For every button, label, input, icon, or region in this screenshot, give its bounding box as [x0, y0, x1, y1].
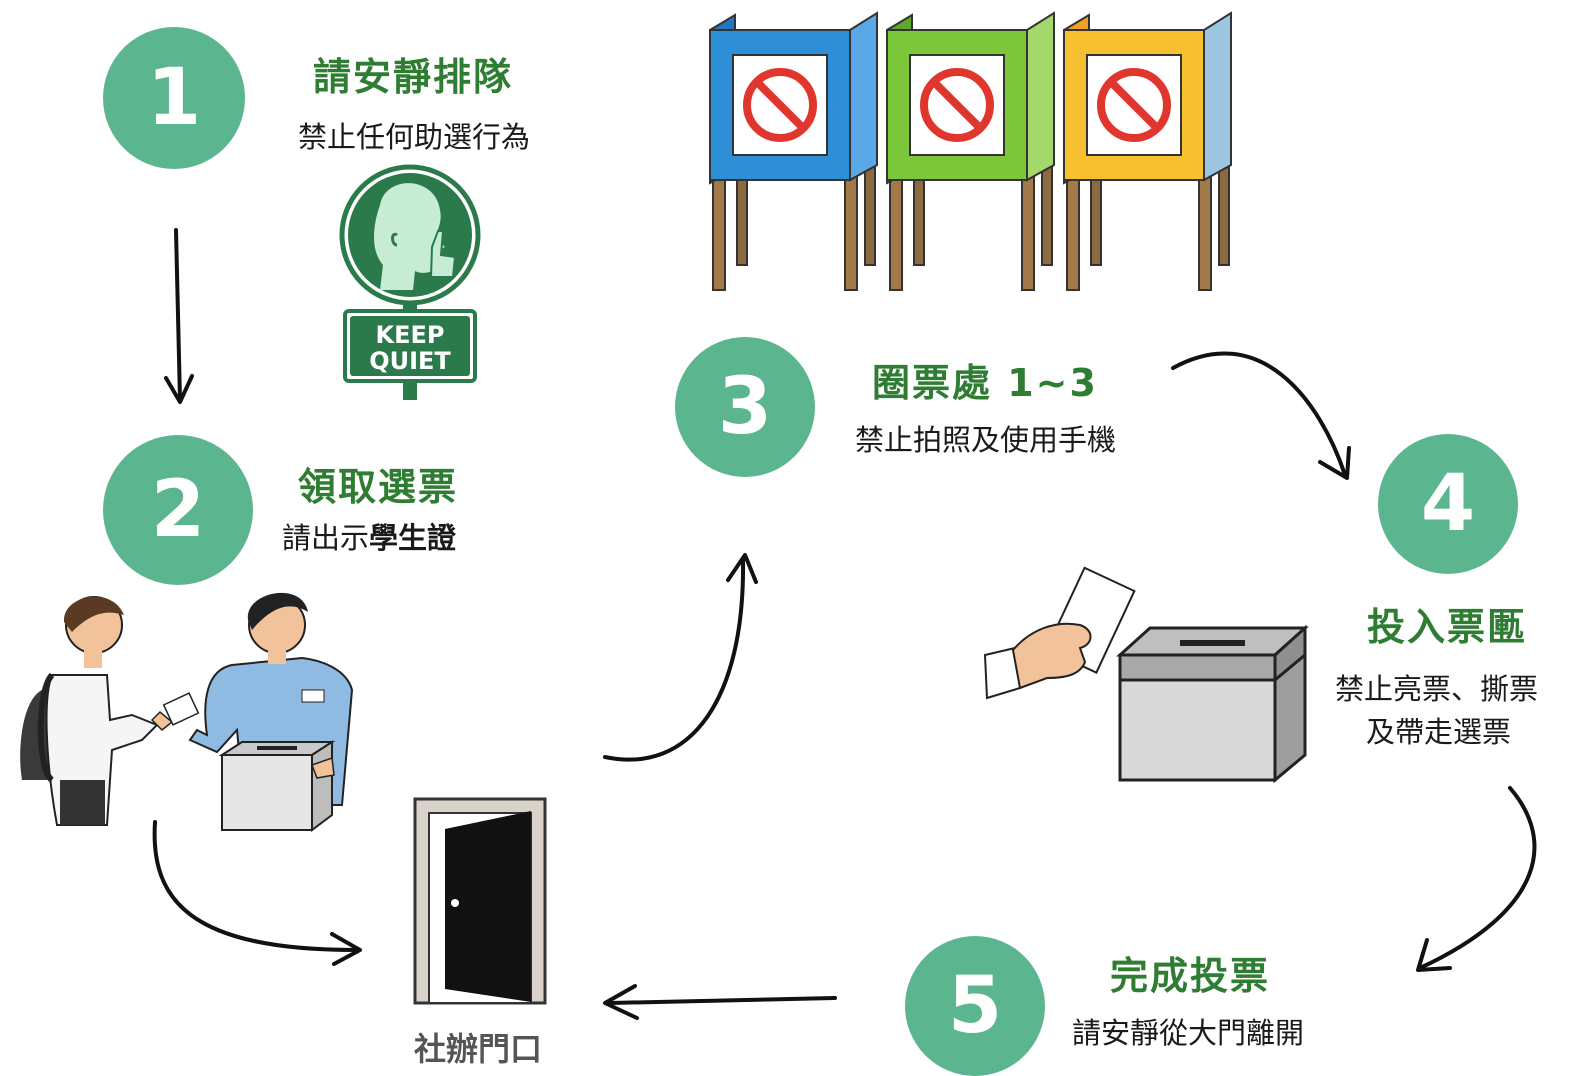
sign-keep-text: KEEP: [376, 321, 445, 349]
booth-blue: [709, 11, 878, 291]
no-symbol-icon: [1097, 68, 1171, 142]
voting-booths-icon: [709, 11, 1232, 291]
step-5-desc: 請安靜從大門離開: [1072, 1016, 1305, 1050]
step-2-desc-plain: 請出示: [282, 521, 370, 555]
no-symbol-icon: [920, 68, 994, 142]
door-icon: [413, 797, 547, 1005]
booth-green: [886, 11, 1055, 291]
step-5-title: 完成投票: [1110, 954, 1271, 998]
arrow-step3-to-step4: [1171, 351, 1347, 477]
arrow-step4-to-step5: [1418, 786, 1537, 970]
step-4-title: 投入票匭: [1367, 605, 1528, 649]
step-2-desc-bold: 學生證: [369, 521, 457, 555]
step-3-title: 圈票處 1~3: [872, 361, 1098, 405]
arrow-step1-to-step2: [174, 228, 182, 402]
step-4-circle: 4: [1378, 434, 1518, 574]
step-4-desc-line2: 及帶走選票: [1366, 715, 1512, 749]
no-symbol-icon: [743, 68, 817, 142]
ballot-box-icon: [983, 566, 1309, 784]
step-2-title: 領取選票: [298, 465, 459, 509]
step-2-desc: 請出示學生證: [282, 515, 456, 557]
booth-yellow: [1063, 11, 1232, 291]
step-1-circle: 1: [103, 27, 245, 169]
step-1-title: 請安靜排隊: [313, 55, 514, 99]
arrow-step2-to-door: [152, 820, 357, 952]
step-2-circle: 2: [103, 435, 253, 585]
step-3-desc: 禁止拍照及使用手機: [855, 423, 1117, 457]
step-4-desc-line1: 禁止亮票、撕票: [1335, 672, 1539, 706]
arrow-step5-to-door: [608, 996, 837, 1005]
keep-quiet-sign-icon: KEEP QUIET: [339, 164, 481, 400]
arrow-door-to-step3: [603, 558, 746, 762]
step-3-circle: 3: [675, 337, 815, 477]
sign-quiet-text: QUIET: [369, 347, 451, 375]
step-1-desc: 禁止任何助選行為: [298, 120, 531, 154]
ballot-handoff-icon: [20, 592, 354, 832]
step-5-circle: 5: [905, 936, 1045, 1076]
door-label: 社辦門口: [414, 1030, 543, 1068]
